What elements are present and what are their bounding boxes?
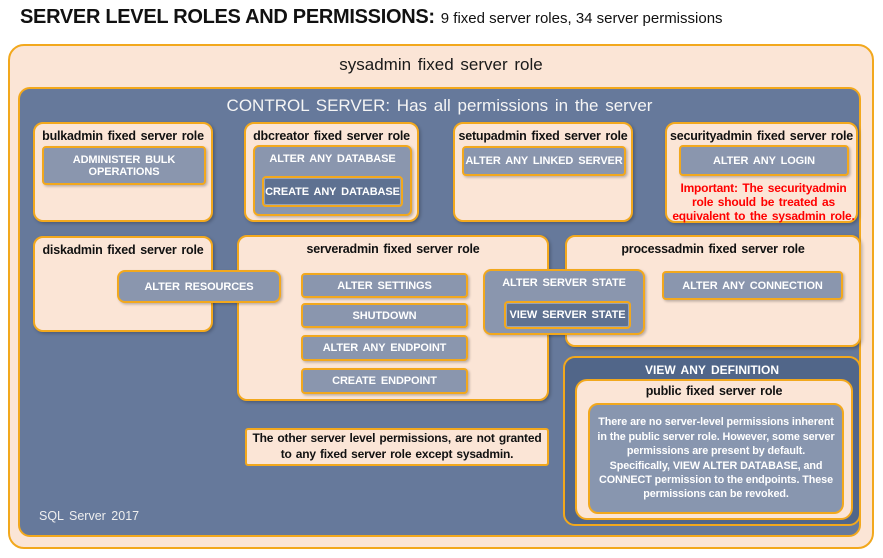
page-title-main: SERVER LEVEL ROLES AND PERMISSIONS:	[20, 6, 435, 28]
permission-alter-settings: ALTER SETTINGS	[301, 273, 468, 298]
securityadmin-warning-text: Important: The securityadmin role should…	[672, 181, 855, 224]
permission-view-any-definition-box: VIEW ANY DEFINITION public fixed server …	[563, 356, 861, 526]
role-box-serveradmin: serveradmin fixed server role ALTER SETT…	[237, 235, 549, 401]
permission-alter-any-database: ALTER ANY DATABASE CREATE ANY DATABASE	[253, 145, 412, 216]
sql-server-version-label: SQL Server 2017	[39, 509, 140, 523]
permission-view-server-state: VIEW SERVER STATE	[504, 301, 631, 329]
permission-create-any-database: CREATE ANY DATABASE	[262, 176, 403, 207]
role-title-serveradmin: serveradmin fixed server role	[306, 242, 480, 256]
role-box-bulkadmin: bulkadmin fixed server role ADMINISTER B…	[33, 122, 213, 222]
sysadmin-role-label: sysadmin fixed server role	[339, 55, 543, 74]
role-title-securityadmin: securityadmin fixed server role	[669, 129, 854, 143]
permission-alter-resources: ALTER RESOURCES	[117, 270, 281, 303]
permission-administer-bulk-operations: ADMINISTER BULK OPERATIONS	[42, 146, 206, 185]
permission-view-any-definition-label: VIEW ANY DEFINITION	[644, 363, 779, 377]
permission-alter-server-state: ALTER SERVER STATE VIEW SERVER STATE	[483, 269, 645, 335]
role-title-setupadmin: setupadmin fixed server role	[458, 129, 628, 143]
other-permissions-note: The other server level permissions, are …	[245, 428, 549, 466]
page-title-subtitle: 9 fixed server roles, 34 server permissi…	[440, 10, 723, 27]
permission-alter-any-connection: ALTER ANY CONNECTION	[662, 271, 843, 300]
role-title-dbcreator: dbcreator fixed server role	[253, 129, 410, 143]
permission-alter-server-state-label: ALTER SERVER STATE	[502, 277, 626, 289]
permission-alter-any-database-label: ALTER ANY DATABASE	[269, 153, 396, 165]
permission-create-endpoint: CREATE ENDPOINT	[301, 368, 468, 394]
permission-alter-any-linked-server: ALTER ANY LINKED SERVER	[462, 146, 626, 176]
public-role-description: There are no server-level permissions in…	[588, 403, 844, 514]
permission-alter-any-login: ALTER ANY LOGIN	[679, 145, 849, 176]
control-server-label: CONTROL SERVER: Has all permissions in t…	[226, 96, 653, 115]
role-title-processadmin: processadmin fixed server role	[621, 242, 805, 256]
role-box-setupadmin: setupadmin fixed server role ALTER ANY L…	[453, 122, 633, 222]
role-title-diskadmin: diskadmin fixed server role	[42, 243, 204, 257]
role-box-securityadmin: securityadmin fixed server role ALTER AN…	[665, 122, 858, 223]
role-title-public: public fixed server role	[645, 384, 783, 398]
role-title-bulkadmin: bulkadmin fixed server role	[42, 129, 204, 143]
role-box-public: public fixed server role There are no se…	[575, 379, 853, 520]
permission-alter-any-endpoint: ALTER ANY ENDPOINT	[301, 335, 468, 361]
role-box-dbcreator: dbcreator fixed server role ALTER ANY DA…	[244, 122, 419, 222]
permission-shutdown: SHUTDOWN	[301, 303, 468, 328]
page-title: SERVER LEVEL ROLES AND PERMISSIONS: 9 fix…	[20, 6, 723, 29]
